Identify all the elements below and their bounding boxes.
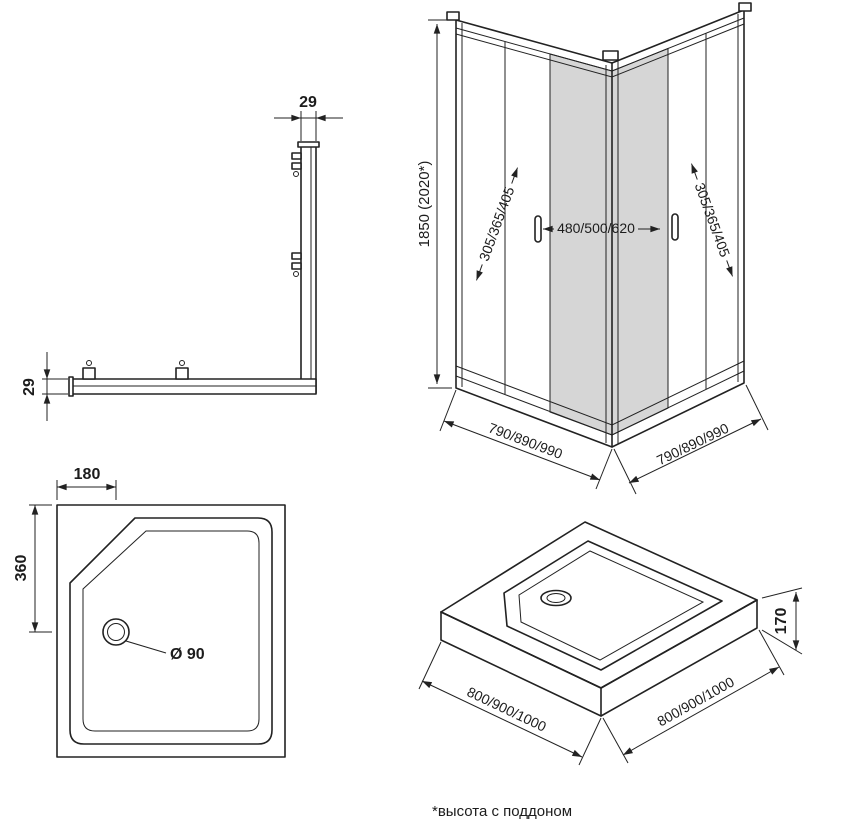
left-sliding-glass	[549, 53, 613, 436]
tray-iso-rim-contour	[503, 540, 723, 671]
left-door-handle	[534, 215, 542, 243]
drain-offset-x-dimension: 180	[56, 466, 117, 500]
right-door-width-dimension: 305/365/405	[691, 163, 734, 277]
dim-29-top: 29	[299, 94, 317, 111]
enclosure-height-dimension: 1850 (2020*)	[416, 19, 452, 389]
dim-drain-diameter: Ø 90	[170, 646, 205, 663]
bottom-frame	[455, 370, 745, 436]
drain-offset-y-dimension: 360	[13, 504, 52, 633]
profile-detail-view: 29 29	[21, 94, 343, 421]
top-bracket-left	[446, 11, 460, 21]
profile-width-dimension-side: 29	[21, 352, 68, 421]
dim-base-left: 790/890/990	[486, 419, 565, 462]
dim-800-left: 800/900/1000	[465, 683, 549, 734]
drain-inner	[107, 623, 125, 641]
drain-iso-outer	[540, 589, 572, 607]
top-bracket-right	[738, 2, 752, 12]
dim-29-side: 29	[21, 378, 38, 396]
entry-width-dimension: 480/500/620	[543, 220, 660, 236]
roller-bracket-top	[291, 152, 302, 177]
tray-iso-floor-contour	[518, 550, 705, 661]
tray-rim-contour	[69, 517, 273, 745]
tray-floor-contour	[82, 530, 260, 732]
left-door-width-dimension: 305/365/405	[476, 167, 518, 281]
dim-170: 170	[773, 608, 790, 635]
enclosure-3d-view: 1850 (2020*) 305/365/405 480/500/620 305…	[416, 2, 769, 495]
tray-plan-view: Ø 90 180 360	[13, 466, 286, 758]
drain-outer	[102, 618, 130, 646]
tray-iso-view: 170 800/900/1000 800/900/1000	[418, 521, 803, 766]
dim-entry-width: 480/500/620	[557, 220, 635, 236]
top-bracket-corner	[602, 50, 619, 61]
roller-bracket-left	[82, 360, 96, 380]
profile-top-cap	[297, 141, 320, 148]
dim-left-door: 305/365/405	[476, 184, 518, 263]
dim-height: 1850 (2020*)	[416, 161, 433, 248]
profile-width-dimension-top: 29	[274, 94, 343, 141]
dim-180: 180	[74, 466, 101, 483]
tray-outer-edge	[56, 504, 286, 758]
profile-end-cap	[68, 376, 74, 397]
drain-leader-line	[125, 640, 167, 654]
top-frame	[455, 17, 745, 72]
roller-bracket-middle	[291, 252, 302, 277]
dim-right-door: 305/365/405	[692, 181, 734, 260]
right-sliding-glass	[611, 47, 669, 436]
drain-iso-inner	[546, 593, 566, 603]
tray-height-dimension: 170	[761, 587, 803, 655]
footnote-height-with-tray: *высота с поддоном	[432, 803, 572, 820]
roller-bracket-right	[175, 360, 189, 380]
dim-360: 360	[13, 555, 30, 582]
vertical-profile	[300, 145, 317, 394]
dim-base-right: 790/890/990	[654, 420, 731, 468]
right-door-handle	[671, 213, 679, 241]
dim-800-right: 800/900/1000	[654, 673, 737, 729]
